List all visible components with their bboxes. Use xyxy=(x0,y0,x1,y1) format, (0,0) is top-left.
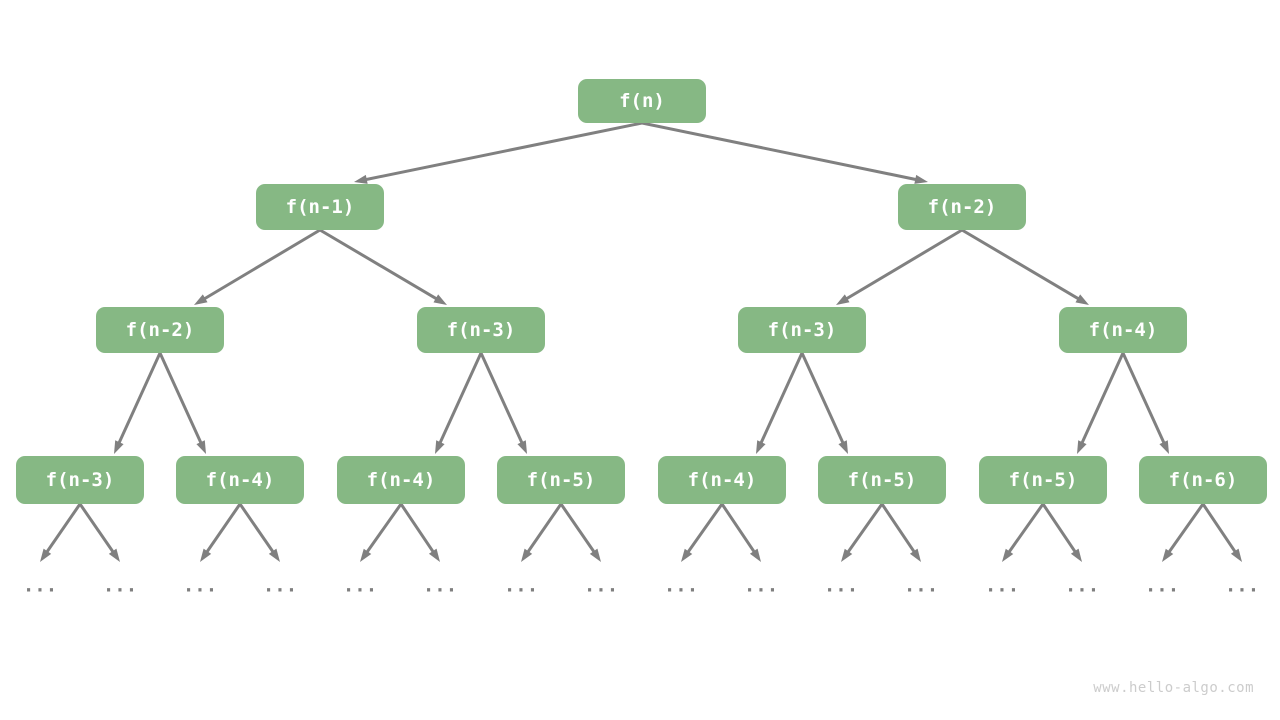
tree-node-label: f(n-2) xyxy=(927,196,997,218)
tree-node-n5: f(n-3) xyxy=(738,307,866,353)
tree-node-label: f(n-4) xyxy=(366,469,436,491)
edge-n2-n6 xyxy=(961,228,1089,305)
ellipsis-e15: ... xyxy=(1224,574,1260,597)
tree-node-n3: f(n-2) xyxy=(96,307,224,353)
tree-node-label: f(n-5) xyxy=(1008,469,1078,491)
edge-n1-n4 xyxy=(319,228,447,305)
ellipsis-e2: ... xyxy=(182,574,218,597)
tree-node-label: f(n-3) xyxy=(767,319,837,341)
ellipsis-e0: ... xyxy=(22,574,58,597)
tree-node-label: f(n-4) xyxy=(205,469,275,491)
edge-n8-e3 xyxy=(238,503,280,562)
tree-node-n14: f(n-6) xyxy=(1139,456,1267,504)
edge-n3-n7 xyxy=(114,352,162,454)
watermark: www.hello-algo.com xyxy=(1093,680,1254,696)
ellipsis-e9: ... xyxy=(743,574,779,597)
edge-n14-e14 xyxy=(1162,503,1205,562)
edge-n2-n5 xyxy=(836,228,963,305)
edge-n13-e13 xyxy=(1041,503,1082,562)
tree-node-n12: f(n-5) xyxy=(818,456,946,504)
tree-node-label: f(n-3) xyxy=(45,469,115,491)
ellipsis-e13: ... xyxy=(1064,574,1100,597)
ellipsis-e14: ... xyxy=(1144,574,1180,597)
edge-n7-e1 xyxy=(78,503,120,562)
tree-node-n8: f(n-4) xyxy=(176,456,304,504)
edge-n10-e7 xyxy=(559,503,601,562)
edge-n7-e0 xyxy=(40,503,82,562)
tree-node-label: f(n-2) xyxy=(125,319,195,341)
edge-n4-n9 xyxy=(435,352,483,454)
edge-n12-e11 xyxy=(880,503,921,562)
tree-node-n6: f(n-4) xyxy=(1059,307,1187,353)
ellipsis-e8: ... xyxy=(663,574,699,597)
tree-node-label: f(n-5) xyxy=(526,469,596,491)
tree-node-label: f(n-1) xyxy=(285,196,355,218)
edge-n5-n11 xyxy=(756,352,804,454)
tree-node-n9: f(n-4) xyxy=(337,456,465,504)
ellipsis-e4: ... xyxy=(342,574,378,597)
ellipsis-e11: ... xyxy=(903,574,939,597)
tree-node-label: f(n-3) xyxy=(446,319,516,341)
tree-node-n7: f(n-3) xyxy=(16,456,144,504)
tree-node-n13: f(n-5) xyxy=(979,456,1107,504)
edge-n11-e8 xyxy=(681,503,724,562)
edge-n6-n14 xyxy=(1121,352,1169,454)
ellipsis-e6: ... xyxy=(503,574,539,597)
ellipsis-e3: ... xyxy=(262,574,298,597)
edge-n0-n2 xyxy=(641,121,928,184)
edge-n4-n10 xyxy=(479,352,527,454)
tree-node-n2: f(n-2) xyxy=(898,184,1026,230)
ellipsis-e7: ... xyxy=(583,574,619,597)
edge-n3-n8 xyxy=(158,352,206,454)
tree-node-n10: f(n-5) xyxy=(497,456,625,504)
tree-node-label: f(n-5) xyxy=(847,469,917,491)
tree-node-label: f(n) xyxy=(619,90,665,112)
ellipsis-e5: ... xyxy=(422,574,458,597)
edge-n12-e10 xyxy=(841,503,884,562)
tree-node-n0: f(n) xyxy=(578,79,706,123)
tree-node-n4: f(n-3) xyxy=(417,307,545,353)
edge-n11-e9 xyxy=(720,503,761,562)
edge-n10-e6 xyxy=(521,503,563,562)
ellipsis-e1: ... xyxy=(102,574,138,597)
edge-n9-e5 xyxy=(399,503,440,562)
tree-node-label: f(n-6) xyxy=(1168,469,1238,491)
tree-node-n11: f(n-4) xyxy=(658,456,786,504)
edge-n1-n3 xyxy=(194,228,321,305)
tree-node-label: f(n-4) xyxy=(687,469,757,491)
edge-n6-n13 xyxy=(1077,352,1125,454)
tree-node-label: f(n-4) xyxy=(1088,319,1158,341)
edge-n0-n1 xyxy=(354,121,643,184)
edge-n8-e2 xyxy=(200,503,242,562)
edge-n14-e15 xyxy=(1201,503,1242,562)
edge-n5-n12 xyxy=(800,352,848,454)
ellipsis-e12: ... xyxy=(984,574,1020,597)
edge-n9-e4 xyxy=(360,503,403,562)
tree-node-n1: f(n-1) xyxy=(256,184,384,230)
ellipsis-e10: ... xyxy=(823,574,859,597)
edge-n13-e12 xyxy=(1002,503,1045,562)
